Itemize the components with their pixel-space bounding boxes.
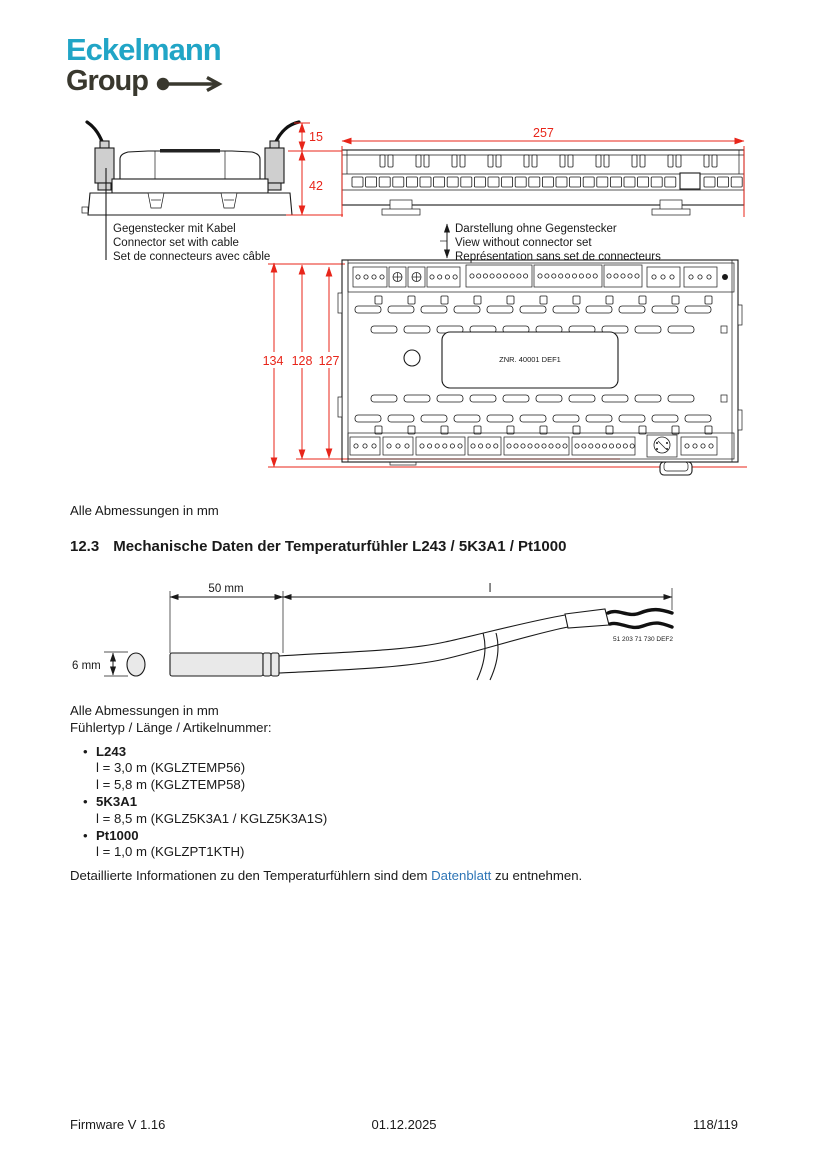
- logo-brand-text: Eckelmann: [66, 32, 222, 67]
- list-item-pt1000: • Pt1000: [70, 828, 730, 845]
- bullet-icon: •: [83, 793, 88, 809]
- view-label-de: Darstellung ohne Gegenstecker: [455, 223, 617, 235]
- list-item-l243: • L243: [70, 744, 730, 761]
- sensor-name: L243: [96, 743, 127, 759]
- footer-firmware-version: Firmware V 1.16: [70, 1117, 166, 1132]
- detail-text-before: Detaillierte Informationen zu den Temper…: [70, 868, 432, 884]
- sensor-line: l = 1,0 m (KGLZPT1KTH): [96, 844, 245, 860]
- note-all-dimensions-top: Alle Abmessungen in mm: [70, 503, 219, 518]
- section-number: 12.3: [70, 538, 100, 555]
- connector-label-de: Gegenstecker mit Kabel: [113, 223, 236, 235]
- detail-paragraph: Detaillierte Informationen zu den Temper…: [70, 868, 730, 885]
- drawing-side-view-with-connectors: [81, 120, 301, 216]
- section-heading: 12.3 Mechanische Daten der Temperaturfüh…: [70, 538, 566, 555]
- list-intro: Fühlertyp / Länge / Artikelnummer:: [70, 719, 272, 735]
- type-plate-label: ZNR. 40001 DEF1: [499, 355, 561, 364]
- dimension-lines-front: 134 128 127: [259, 262, 747, 468]
- annotation-connector-set: Gegenstecker mit Kabel Connector set wit…: [105, 168, 270, 263]
- dim-label-l: l: [489, 583, 492, 595]
- drawing-side-view-without-connectors: [341, 149, 745, 216]
- sensor-drawing-number: 51 203 71 730 DEF2: [613, 636, 673, 643]
- datenblatt-link[interactable]: Datenblatt: [431, 868, 492, 884]
- sensor-name: 5K3A1: [96, 793, 138, 809]
- drawing-front-view-device: ZNR. 40001 DEF1: [337, 259, 743, 476]
- sensor-dimensions: 50 mm l 6 mm: [72, 583, 673, 677]
- bullet-icon: •: [83, 827, 88, 843]
- detail-text-after: zu entnehmen.: [491, 868, 583, 884]
- dim-label-257: 257: [533, 126, 554, 140]
- connector-label-en: Connector set with cable: [113, 237, 239, 249]
- sensor-probe-drawing: 51 203 71 730 DEF2: [126, 607, 674, 681]
- figure-temperature-sensor: 50 mm l 6 mm 51 203 71 730 DEF2: [72, 583, 674, 681]
- sensor-line: l = 8,5 m (KGLZ5K3A1 / KGLZ5K3A1S): [96, 810, 328, 826]
- sensor-line: l = 5,8 m (KGLZTEMP58): [96, 777, 246, 793]
- dim-label-42: 42: [309, 179, 323, 193]
- sensor-line: l = 3,0 m (KGLZTEMP56): [96, 760, 246, 776]
- dim-label-15: 15: [309, 130, 323, 144]
- dim-label-6mm: 6 mm: [72, 660, 101, 672]
- page-footer: Firmware V 1.16 01.12.2025 118/119: [70, 1117, 738, 1132]
- logo-arrow-icon: [156, 75, 223, 92]
- section-title: Mechanische Daten der Temperaturfühler L…: [113, 538, 567, 555]
- connector-label-fr: Set de connecteurs avec câble: [113, 251, 270, 263]
- note-all-dimensions: Alle Abmessungen in mm: [70, 703, 219, 718]
- dim-label-128: 128: [292, 354, 313, 368]
- dim-label-134: 134: [263, 354, 284, 368]
- figure-front-view: 134 128 127: [259, 259, 747, 476]
- dimension-line-257: 257: [341, 126, 745, 217]
- company-logo: Eckelmann Group: [66, 34, 230, 96]
- list-item-5k3a1: • 5K3A1: [70, 794, 730, 811]
- dimension-lines-left: 15 42: [286, 122, 343, 216]
- footer-page-number: 118/119: [692, 1117, 739, 1132]
- figure-side-views: 15 42 257: [81, 120, 745, 263]
- view-label-en: View without connector set: [455, 237, 592, 249]
- logo-sub-text: Group: [66, 65, 149, 97]
- footer-date: 01.12.2025: [371, 1117, 437, 1132]
- dim-label-50mm: 50 mm: [208, 583, 243, 595]
- sensor-name: Pt1000: [96, 827, 139, 843]
- body-text: Alle Abmessungen in mm Fühlertyp / Länge…: [70, 703, 730, 885]
- bullet-icon: •: [83, 743, 88, 759]
- dim-label-127: 127: [319, 354, 340, 368]
